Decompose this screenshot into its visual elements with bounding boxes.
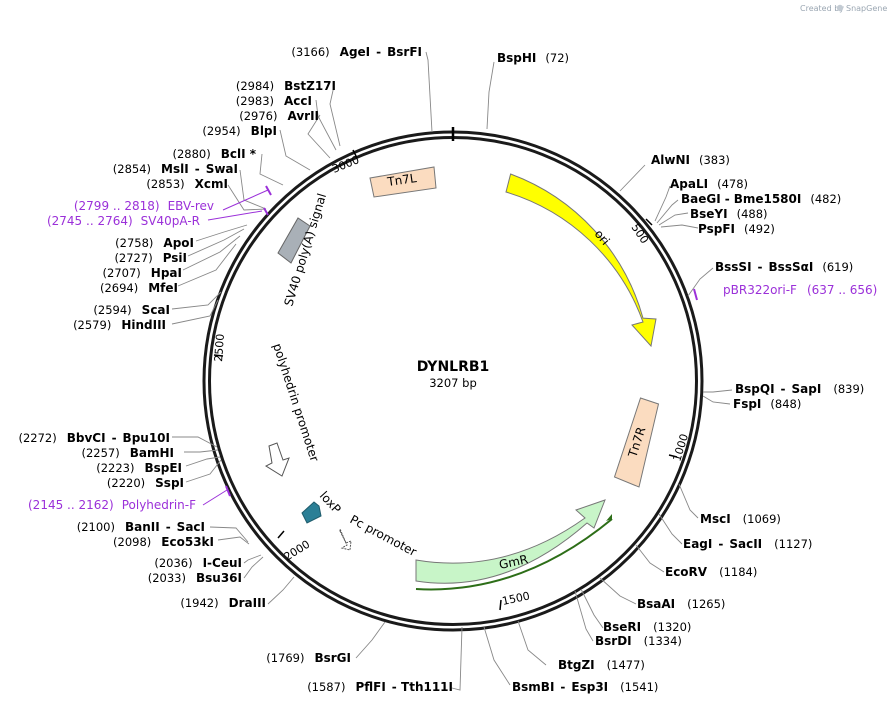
feature-label-Pc-promoter: Pc promoter [348,512,419,559]
tick-label-3000: 3000 [330,153,361,176]
site-BtgZI[interactable]: BtgZI(1477) [558,658,645,672]
site-EagI-SacII[interactable]: EagI-SacII(1127) [683,537,812,551]
watermark-brand: SnapGene [846,4,887,13]
primer-mark-Polyhedrin-F [225,485,231,497]
site-leader-lines [171,51,733,691]
site-BanII-SacI[interactable]: (2100)BanII-SacI [77,520,205,534]
site-MscI[interactable]: MscI(1069) [700,512,781,526]
site-PspFI[interactable]: PspFI(492) [698,222,775,236]
feature-label-Tn7L: Tn7L [385,171,417,189]
site-BsrGI[interactable]: (1769)BsrGI [266,651,351,665]
primer-markers [202,185,698,506]
site-HindIII[interactable]: (2579)HindIII [73,318,166,332]
site-EcoRV[interactable]: EcoRV(1184) [665,565,757,579]
site-Bsu36I[interactable]: (2033)Bsu36I [148,571,242,585]
site-I-CeuI[interactable]: (2036)I-CeuI [154,556,242,570]
snapgene-watermark: Created by SnapGene [800,4,887,13]
site-ScaI[interactable]: (2594)ScaI [93,303,170,317]
site-labels-left: (1587)PflFI-Tth111I (1769)BsrGI (1942)Dr… [18,45,453,694]
feature-label-GmR: GmR [498,552,530,572]
primer-leader-Polyhedrin-F [202,489,228,506]
site-BspQI-SapI[interactable]: BspQI-SapI(839) [735,382,864,396]
feature-GmR[interactable] [415,499,606,584]
tick-label-2500: 2500 [212,333,227,362]
feature-SV40-polyA-signal[interactable] [277,217,311,264]
site-AvrII[interactable]: (2976)AvrII [239,109,319,123]
site-ApoI[interactable]: (2758)ApoI [115,236,194,250]
site-AgeI-BsrFI[interactable]: (3166)AgeI-BsrFI [291,45,422,59]
site-BspHI[interactable]: BspHI(72) [497,51,569,65]
site-BaeGI-Bme1580I[interactable]: BaeGI-Bme1580I(482) [681,192,841,206]
tick-mark-2500 [213,354,224,357]
primer-SV40pA-R[interactable]: (2745 .. 2764)SV40pA-R [47,214,200,228]
feature-polyhedrin-promoter[interactable] [264,442,290,477]
site-BsrDI[interactable]: BsrDI(1334) [595,634,682,648]
site-AccI[interactable]: (2983)AccI [236,94,312,108]
primer-Polyhedrin-F[interactable]: (2145 .. 2162)Polyhedrin-F [28,498,196,512]
primer-labels: pBR322ori-F(637 .. 656) (2799 .. 2818)EB… [28,199,877,512]
site-BseYI[interactable]: BseYI(488) [690,207,768,221]
site-BamHI[interactable]: (2257)BamHI [81,446,174,460]
plasmid-name: DYNLRB1 [417,359,490,375]
snapgene-logo-icon [836,4,844,12]
site-BsaAI[interactable]: BsaAI(1265) [637,597,725,611]
plasmid-center: DYNLRB1 3207 bp [417,359,490,390]
site-BclI[interactable]: (2880)BclI * [172,147,256,161]
feature-Tn7L[interactable] [369,166,437,198]
GmR-orf-arrow [415,518,613,591]
site-BssSI-BssSaI[interactable]: BssSI-BssSαI(619) [715,260,853,274]
primer-mark-pBR322ori-F [693,288,698,301]
site-BstZ17I[interactable]: (2984)BstZ17I [236,79,336,93]
primer-EBV-rev[interactable]: (2799 .. 2818)EBV-rev [74,199,214,213]
site-BlpI[interactable]: (2954)BlpI [202,124,277,138]
primer-leader-EBV-rev [222,189,269,211]
site-ApaLI[interactable]: ApaLI(478) [670,177,748,191]
backbone [202,127,704,632]
site-BspEI[interactable]: (2223)BspEI [96,461,182,475]
feature-loxP[interactable] [301,501,322,524]
site-DraIII[interactable]: (1942)DraIII [180,596,266,610]
site-FspI[interactable]: FspI(848) [733,397,801,411]
GmR-orf-arrowhead-icon [606,514,612,521]
site-HpaI[interactable]: (2707)HpaI [103,266,182,280]
site-XcmI[interactable]: (2853)XcmI [146,177,228,191]
tick-mark-1000 [668,454,678,458]
primer-mark-EBV-rev [265,185,272,196]
site-MslI-SwaI[interactable]: (2854)MslI-SwaI [113,162,238,176]
tick-mark-1500 [499,599,502,611]
tick-mark-3000 [352,149,358,159]
feature-ori[interactable] [505,173,657,348]
site-Eco53kI[interactable]: (2098)Eco53kI [113,535,214,549]
site-BsmBI-Esp3I[interactable]: BsmBI-Esp3I(1541) [512,680,658,694]
feature-Tn7R[interactable] [613,397,660,488]
primer-pBR322ori-F[interactable]: pBR322ori-F(637 .. 656) [723,283,877,297]
site-MfeI[interactable]: (2694)MfeI [100,281,178,295]
site-PflFI-Tth111I[interactable]: (1587)PflFI-Tth111I [307,680,453,694]
site-BbvCI-Bpu10I[interactable]: (2272)BbvCI-Bpu10I [18,431,170,445]
tick-mark-2000 [277,530,285,539]
site-BseRI[interactable]: BseRI(1320) [603,620,691,634]
tick-mark-500 [645,218,653,226]
site-AlwNI[interactable]: AlwNI(383) [651,153,730,167]
site-labels-right: BspHI(72) AlwNI(383) ApaLI(478) BaeGI-Bm… [497,51,864,694]
feature-Pc-promoter[interactable] [339,528,352,551]
site-SspI[interactable]: (2220)SspI [107,476,184,490]
site-PsiI[interactable]: (2727)PsiI [114,251,187,265]
watermark-created-by: Created by [800,4,844,13]
primer-leader-SV40pA-R [207,210,263,221]
feature-label-loxP: loxP [317,489,344,517]
plasmid-length: 3207 bp [429,376,477,390]
tick-label-1500: 1500 [501,589,531,608]
primer-mark-SV40pA-R [263,207,269,216]
tick-label-2000: 2000 [282,538,313,564]
